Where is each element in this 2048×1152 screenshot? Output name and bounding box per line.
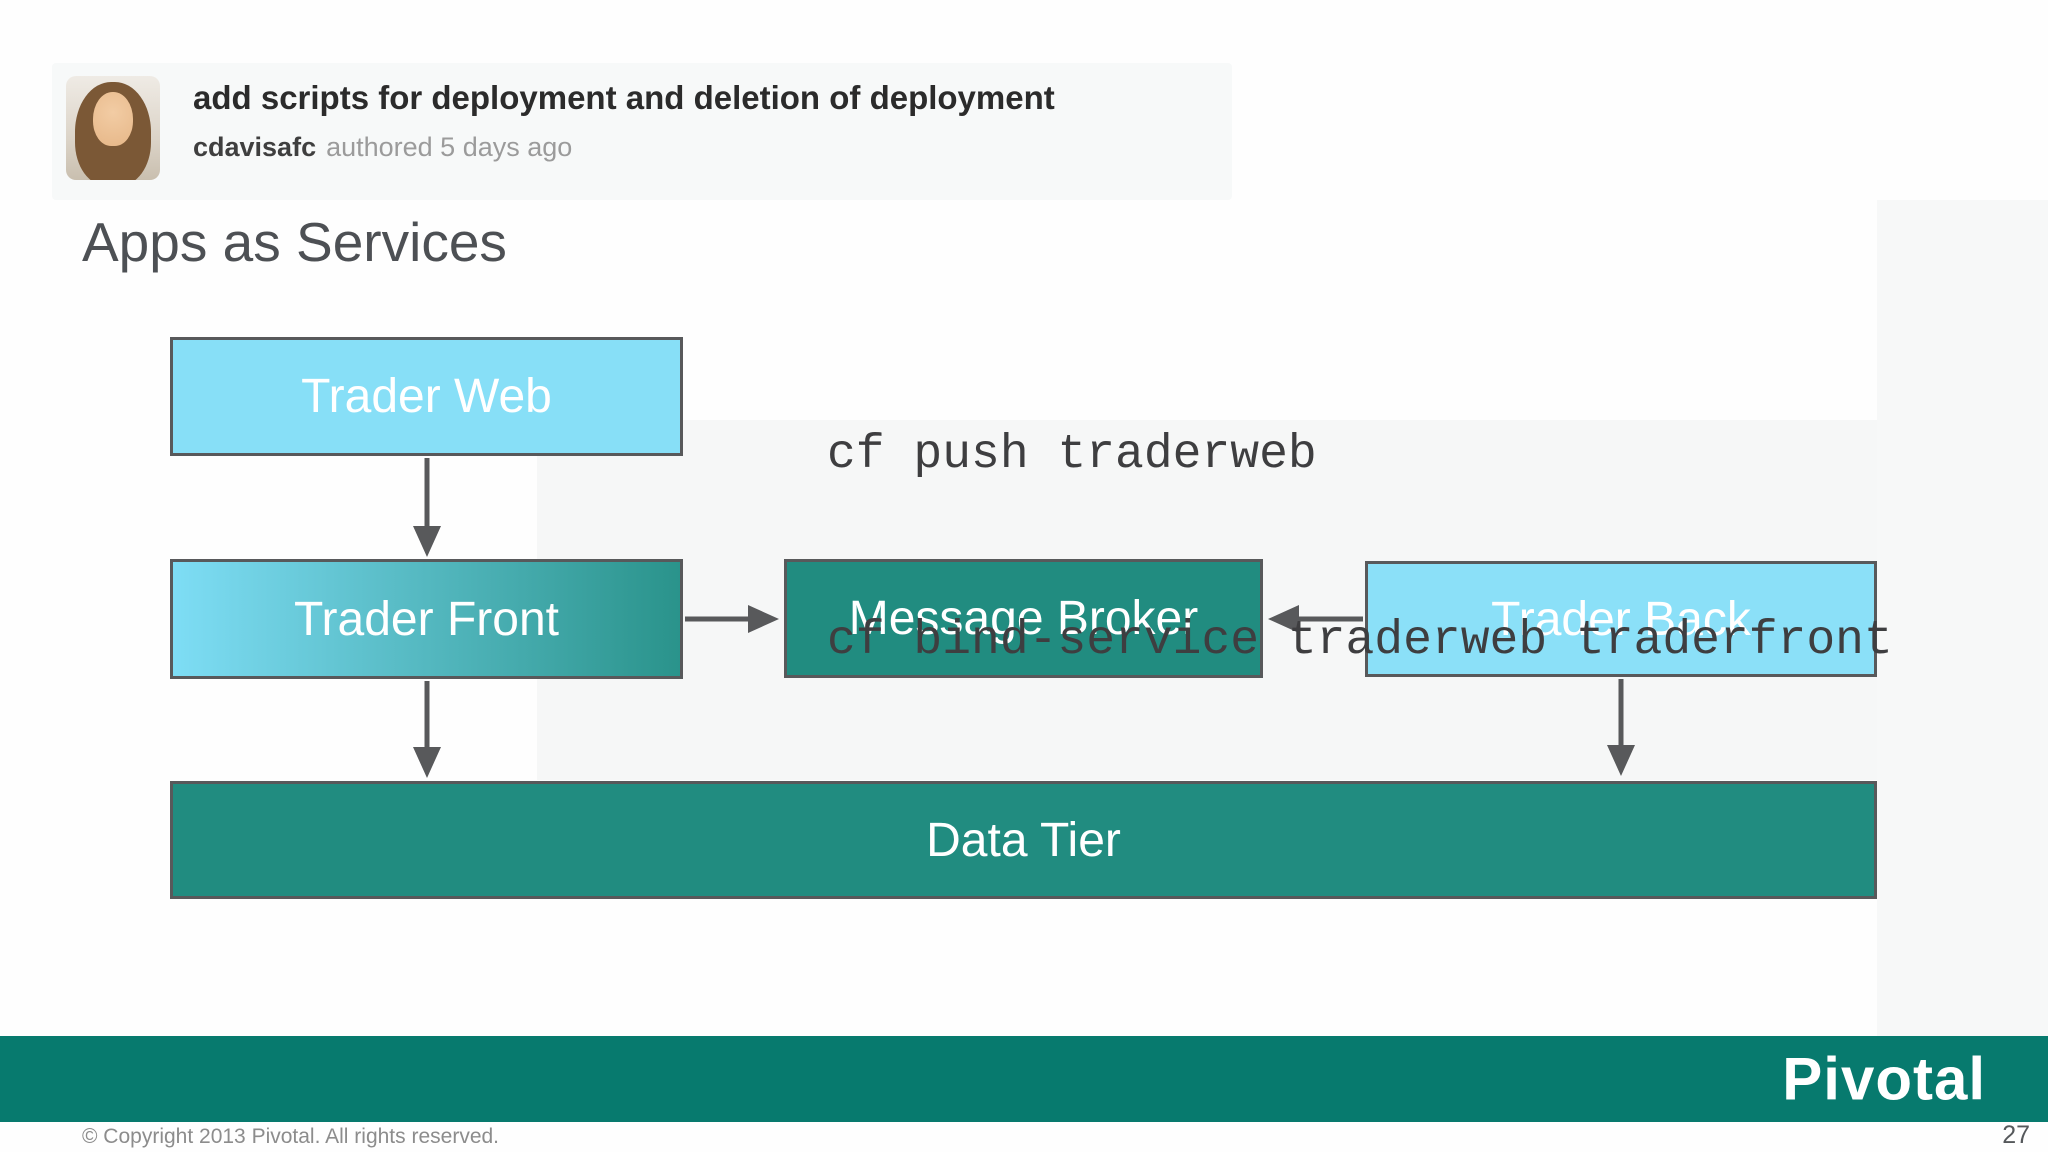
node-trader-web-label: Trader Web (301, 370, 552, 423)
commit-authored-time: authored 5 days ago (326, 132, 573, 162)
commit-meta: cdavisafc authored 5 days ago (193, 132, 1055, 163)
node-trader-front: Trader Front (170, 559, 683, 679)
footer-bar: Pivotal (0, 1036, 2048, 1122)
node-data-tier: Data Tier (170, 781, 1877, 899)
node-trader-back: Trader Back (1365, 561, 1877, 677)
node-trader-front-label: Trader Front (294, 592, 559, 646)
commit-author: cdavisafc (193, 132, 317, 162)
node-data-tier-label: Data Tier (926, 813, 1121, 867)
edge-traderfront-to-datatier (413, 681, 441, 778)
background-shade-right (1877, 200, 2048, 1036)
commit-card: add scripts for deployment and deletion … (52, 63, 1232, 200)
avatar (66, 76, 160, 180)
page-number: 27 (2002, 1121, 2030, 1149)
node-trader-back-label: Trader Back (1491, 592, 1751, 646)
code-line-1: cf push traderweb (827, 428, 1317, 482)
commit-text: add scripts for deployment and deletion … (193, 79, 1055, 163)
edge-traderweb-to-traderfront (413, 458, 441, 557)
node-trader-web: Trader Web (170, 337, 683, 456)
slide-title: Apps as Services (82, 211, 507, 273)
node-message-broker: Message Broker (784, 559, 1263, 678)
node-message-broker-label: Message Broker (848, 592, 1199, 645)
copyright-text: © Copyright 2013 Pivotal. All rights res… (82, 1125, 500, 1148)
code-line-2: cf bind-service traderweb traderfront (827, 614, 1893, 668)
commit-message: add scripts for deployment and deletion … (193, 79, 1055, 116)
code-snippet: cf push traderweb cf bind-service trader… (827, 300, 1893, 796)
pivotal-logo: Pivotal (1782, 1045, 1986, 1113)
avatar-face (93, 91, 133, 146)
